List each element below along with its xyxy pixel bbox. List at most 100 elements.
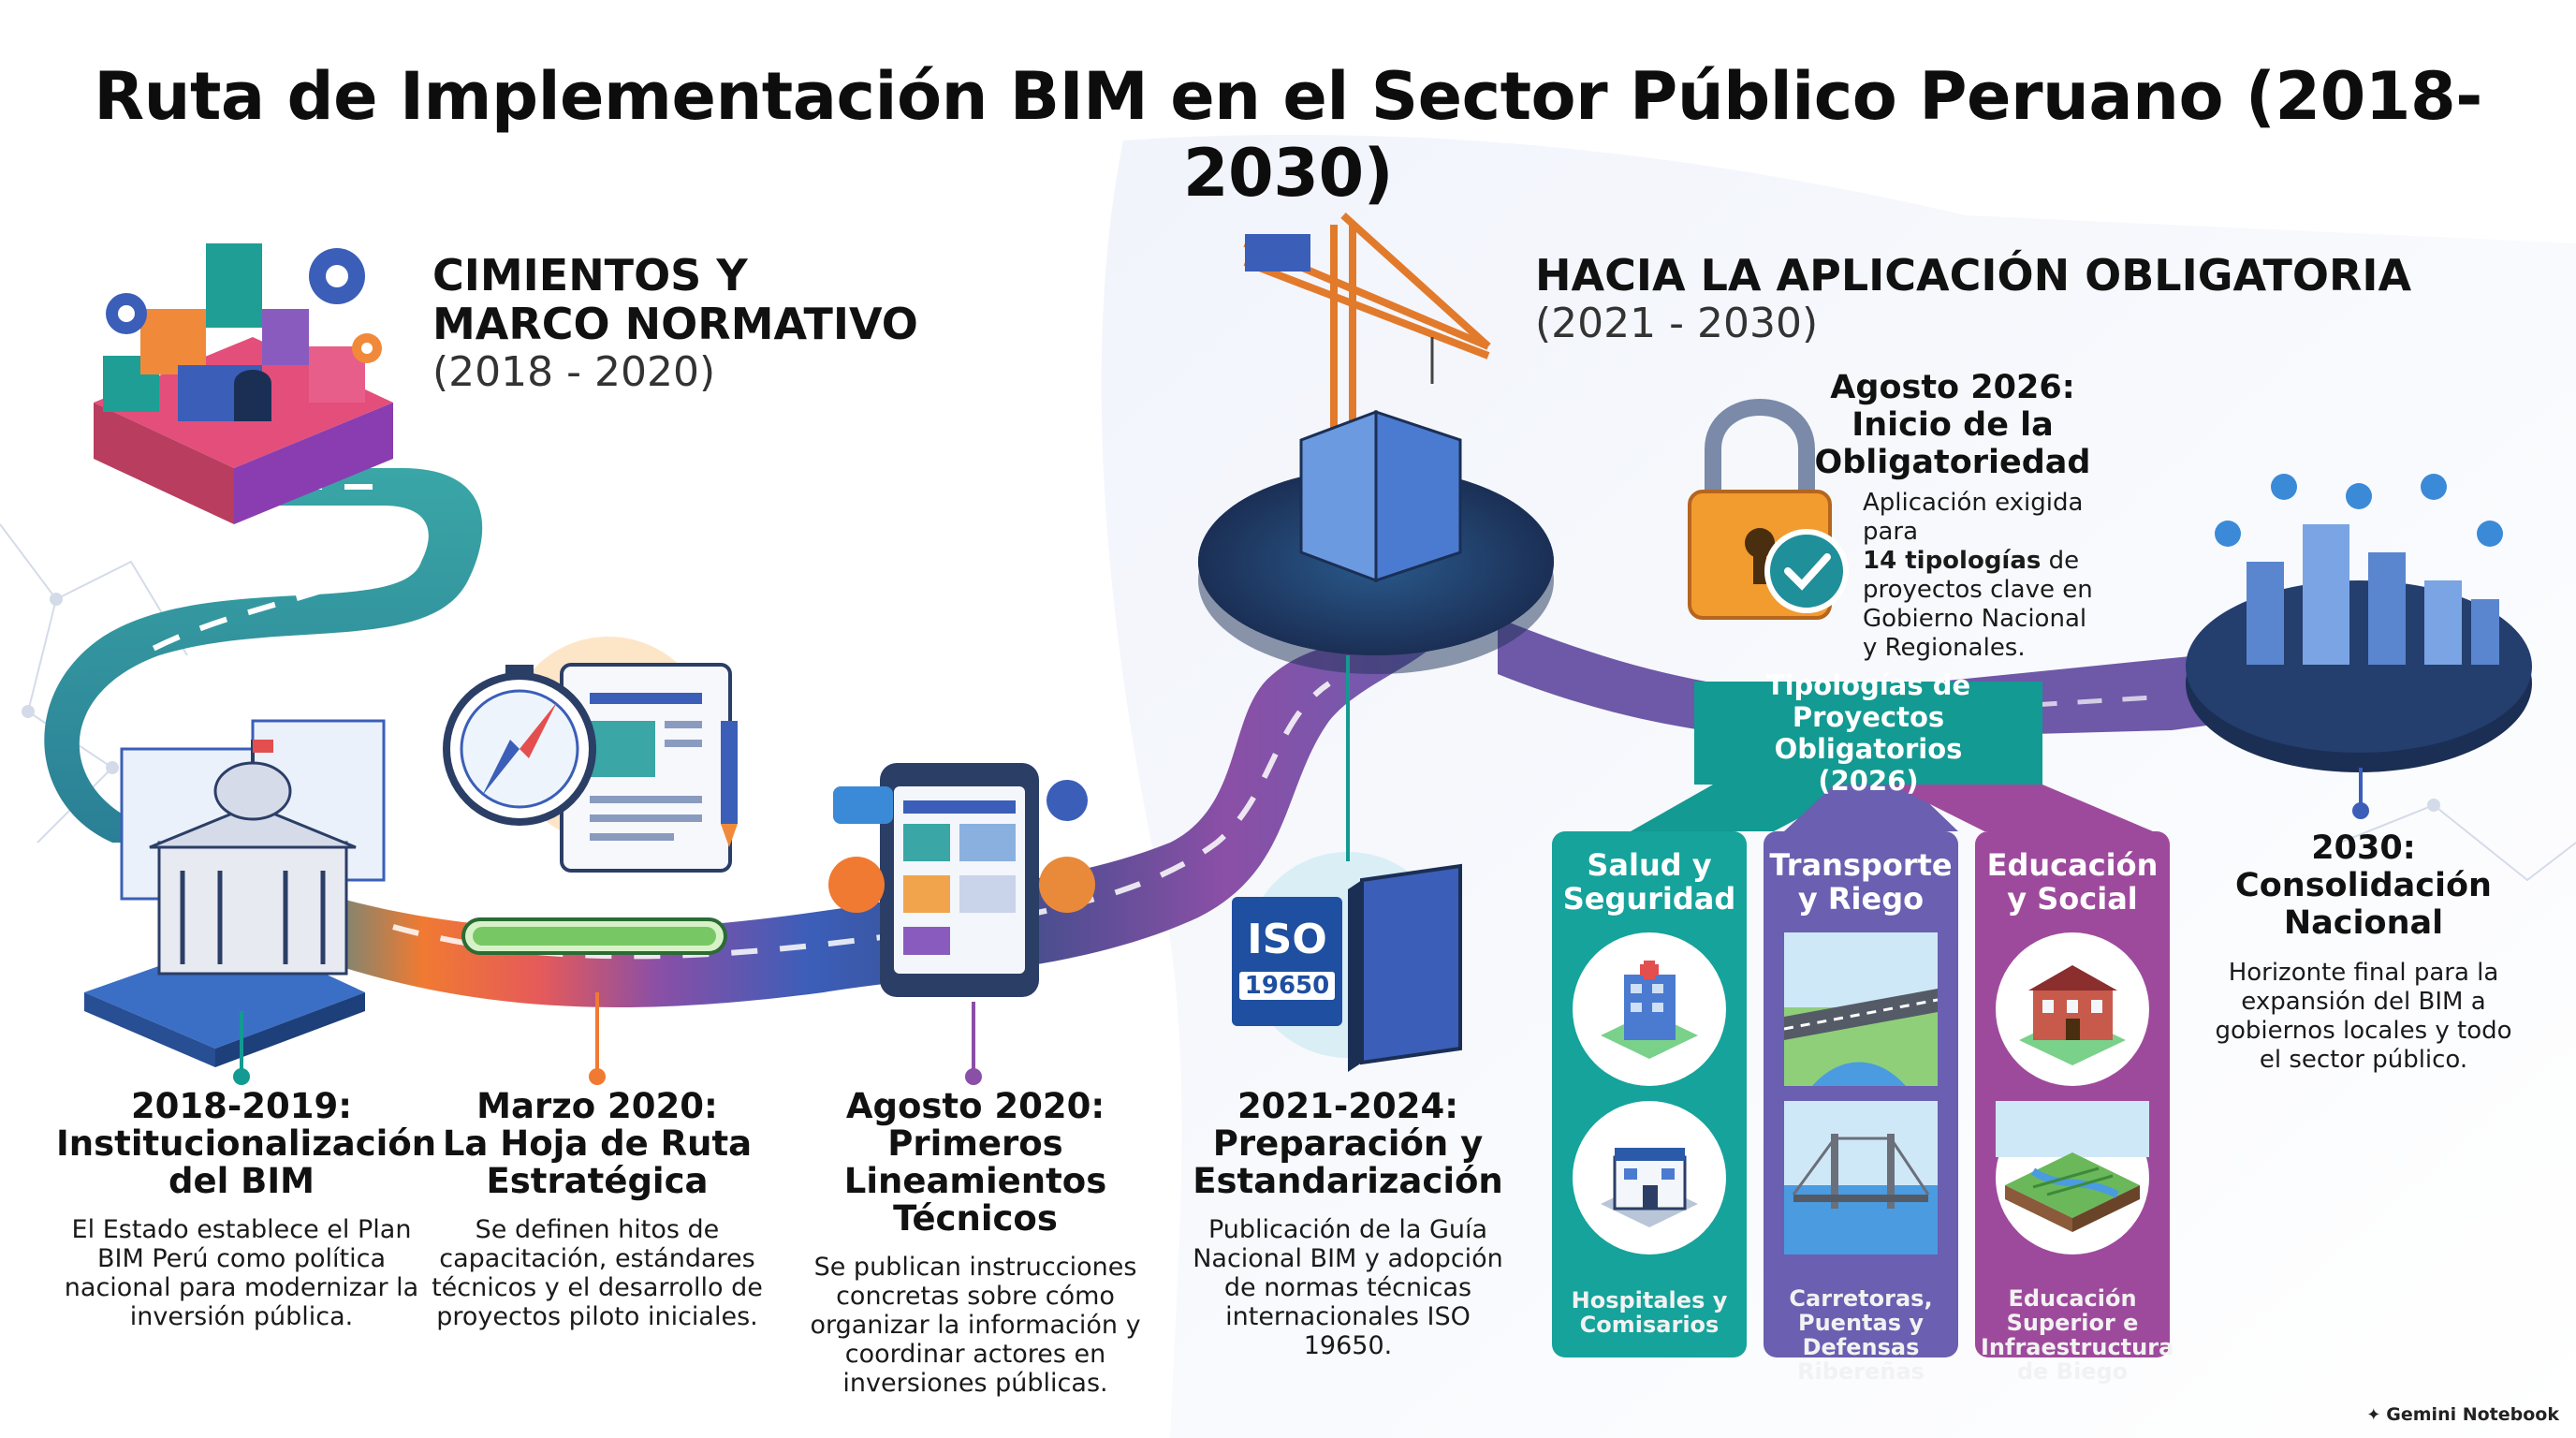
column-desc: Educación Superior e Infraestructura de … xyxy=(1981,1285,2174,1385)
iso-number: 19650 xyxy=(1239,972,1335,1000)
milestone-desc: de normas técnicas xyxy=(1223,1273,1472,1302)
milestone-desc: el sector público. xyxy=(2259,1046,2468,1074)
brand-watermark: ✦ Gemini Notebook xyxy=(2366,1404,2559,1425)
milestone-desc: Nacional BIM y adopción xyxy=(1193,1244,1503,1273)
hospital-icon xyxy=(1573,932,1726,1086)
milestone-desc: 14 tipologías de xyxy=(1863,547,2144,576)
milestone-desc-rest: de xyxy=(2041,547,2080,575)
column-desc-line: Superior e xyxy=(2006,1310,2139,1336)
gear-icon xyxy=(106,293,147,334)
milestone-title: 2021-2024: xyxy=(1237,1086,1459,1126)
milestone-desc: BIM Perú como política xyxy=(97,1244,386,1273)
check-badge-icon xyxy=(1764,529,1849,613)
column-desc-line: de Biego xyxy=(2016,1358,2129,1385)
milestone-desc: Publicación de la Guía xyxy=(1208,1215,1488,1244)
milestone-desc: organizar la información y xyxy=(810,1311,1141,1340)
column-title-line: Salud y xyxy=(1587,847,1712,883)
column-title: Transporte y Riego xyxy=(1764,848,1958,916)
column-desc-line: Comisarios xyxy=(1579,1312,1720,1338)
column-desc-line: Defensas xyxy=(1802,1334,1920,1360)
road-main xyxy=(281,599,1460,1007)
compass-icon xyxy=(443,665,596,826)
column-transporte-riego: Transporte y Riego Carretoras, Puentas y… xyxy=(1764,831,1958,1384)
column-desc-line: Educación xyxy=(2008,1285,2137,1312)
brand-label: Gemini Notebook xyxy=(2386,1404,2559,1425)
column-desc-line: Infraestructura xyxy=(1981,1334,2174,1360)
agosto-2026-desc: Aplicación exigida para 14 tipologías de… xyxy=(1863,489,2144,663)
school-icon xyxy=(1996,932,2149,1086)
tipologias-line: Proyectos Obligatorios xyxy=(1774,701,1963,765)
column-title-line: y Social xyxy=(2007,881,2138,917)
column-title-line: Educación xyxy=(1986,847,2159,883)
tipologias-line: (2026) xyxy=(1818,765,1919,797)
phase1-title-line2: MARCO NORMATIVO xyxy=(432,299,918,349)
phase2-heading: HACIA LA APLICACIÓN OBLIGATORIA (2021 - … xyxy=(1535,251,2411,348)
phase1-years: (2018 - 2020) xyxy=(432,348,716,396)
milestone-desc: expansión del BIM a xyxy=(2241,988,2486,1016)
branch-arrows xyxy=(1631,785,2153,831)
iso-badge-icon: ISO 19650 xyxy=(1232,897,1342,1026)
milestone-title: Nacional xyxy=(2283,904,2444,942)
tablet-icon xyxy=(828,763,1095,997)
gear-icon xyxy=(352,333,382,363)
milestone-desc: nacional para modernizar la xyxy=(64,1273,419,1302)
iso-label: ISO xyxy=(1247,916,1327,963)
milestone-desc: coordinar actores en xyxy=(844,1340,1106,1369)
milestone-desc: El Estado establece el Plan xyxy=(71,1215,412,1244)
smart-city-icon xyxy=(2186,474,2532,772)
column-title-line: y Riego xyxy=(1797,881,1925,917)
milestone-desc: proyectos clave en xyxy=(1863,576,2093,604)
column-educacion-social: Educación y Social Educación Superior e … xyxy=(1975,831,2174,1384)
milestone-title: del BIM xyxy=(168,1161,315,1201)
milestone-title: Lineamientos Técnicos xyxy=(843,1161,1107,1239)
milestone-desc: Se definen hitos de xyxy=(475,1215,720,1244)
milestone-desc: inversión pública. xyxy=(129,1302,354,1331)
milestone-title: Primeros xyxy=(887,1123,1063,1164)
phase1-heading: CIMIENTOS Y MARCO NORMATIVO (2018 - 2020… xyxy=(432,251,918,397)
column-title-line: Seguridad xyxy=(1562,881,1736,917)
milestone-2018-2019: 2018-2019: Institucionalización del BIM … xyxy=(56,1086,436,1332)
police-station-icon xyxy=(1573,1101,1726,1255)
milestone-title: 2018-2019: xyxy=(130,1086,353,1126)
gemini-icon: ✦ xyxy=(2366,1404,2381,1425)
column-salud-seguridad: Salud y Seguridad Hospitales y Comisario… xyxy=(1552,831,1747,1357)
capitol-icon xyxy=(84,719,386,1067)
milestone-agosto-2026: Agosto 2026: Inicio de la Obligatoriedad xyxy=(1795,369,2110,481)
column-title: Salud y Seguridad xyxy=(1552,848,1747,916)
milestone-title: Agosto 2026: xyxy=(1830,369,2075,406)
building-under-construction xyxy=(1299,409,1462,583)
milestone-desc: inversiones públicas. xyxy=(842,1369,1108,1398)
bridge-icon xyxy=(1784,1101,1938,1255)
milestone-title: La Hoja de Ruta xyxy=(442,1123,753,1164)
timeline-connectors xyxy=(233,655,2369,1085)
farmland-icon xyxy=(1996,1101,2149,1255)
milestone-desc: Horizonte final para la xyxy=(2228,959,2499,987)
column-desc-line: Hospitales y xyxy=(1571,1287,1728,1313)
milestone-desc: técnicos y el desarrollo de xyxy=(432,1273,763,1302)
highway-icon xyxy=(1783,932,1939,1086)
milestone-agosto-2020: Agosto 2020: Primeros Lineamientos Técni… xyxy=(779,1086,1172,1399)
phase2-years: (2021 - 2030) xyxy=(1535,300,1819,347)
gear-icon xyxy=(309,248,365,304)
column-title-line: Transporte xyxy=(1769,847,1953,883)
milestone-desc: Se publican instrucciones xyxy=(813,1253,1137,1282)
milestone-title: Estandarización xyxy=(1193,1161,1503,1201)
milestone-title: Agosto 2020: xyxy=(845,1086,1105,1126)
milestone-desc: proyectos piloto iniciales. xyxy=(436,1302,758,1331)
milestone-2021-2024: 2021-2024: Preparación y Estandarización… xyxy=(1181,1086,1515,1361)
highlight-tipologias: 14 tipologías xyxy=(1863,547,2042,575)
milestone-title: Estratégica xyxy=(486,1161,709,1201)
milestone-title: Obligatoriedad xyxy=(1814,444,2091,481)
milestone-desc: Aplicación exigida para xyxy=(1863,489,2084,546)
milestone-desc: capacitación, estándares xyxy=(439,1244,755,1273)
page-title: Ruta de Implementación BIM en el Sector … xyxy=(94,58,2482,212)
milestone-title: Marzo 2020: xyxy=(476,1086,718,1126)
book-icon xyxy=(1348,863,1462,1072)
column-desc: Hospitales y Comisarios xyxy=(1558,1288,1741,1337)
milestone-desc: concretas sobre cómo xyxy=(836,1282,1115,1311)
phase2-title: HACIA LA APLICACIÓN OBLIGATORIA xyxy=(1535,250,2412,301)
milestone-title: 2030: xyxy=(2311,829,2416,867)
milestone-title: Consolidación xyxy=(2235,867,2492,904)
road-segment-teal xyxy=(44,468,483,843)
